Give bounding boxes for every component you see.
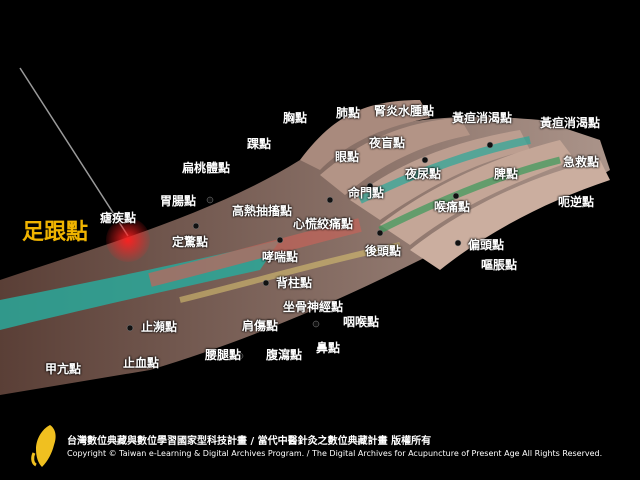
point-label: 踝點: [247, 137, 272, 151]
point-label: 瘧疾點: [100, 211, 137, 225]
point-label: 夜盲點: [369, 136, 406, 150]
point-label: 高熱抽搐點: [232, 204, 293, 218]
point-label: 背柱點: [276, 276, 313, 290]
point-label: 黃疸消渴點: [540, 116, 601, 130]
point-label: 哮喘點: [262, 250, 299, 264]
point-label: 甲亢點: [45, 362, 82, 376]
point-label: 夜尿點: [405, 167, 442, 181]
point-label: 定驚點: [172, 235, 209, 249]
point-label: 喉痛點: [434, 200, 471, 214]
point-label: 黃疸消渴點: [452, 111, 513, 125]
point-label: 肺點: [336, 106, 361, 120]
point-label: 扁桃體點: [182, 161, 231, 175]
point-label: 坐骨神經點: [283, 300, 344, 314]
point-label: 心慌絞痛點: [293, 217, 354, 231]
point-label: 鼻點: [316, 341, 341, 355]
point-label: 胸點: [283, 111, 308, 125]
point-label: 止瀕點: [141, 320, 178, 334]
point-label: 脾點: [494, 167, 519, 181]
point-label: 眼點: [335, 150, 360, 164]
point-label: 嘔脹點: [481, 258, 518, 272]
point-label: 後頭點: [365, 244, 402, 258]
point-label: 腎炎水腫點: [374, 104, 435, 118]
point-label: 止血點: [123, 356, 160, 370]
foot-sole-anatomy-illustration: [0, 67, 610, 396]
taiwan-map-logo-icon: [31, 425, 56, 467]
point-label: 胃腸點: [160, 194, 197, 208]
point-label: 腰腿點: [205, 348, 242, 362]
footer-credit-text: 台灣數位典藏與數位學習國家型科技計畫 / 當代中醫針灸之數位典藏計畫 版權所有: [67, 436, 432, 447]
point-label: 腹瀉點: [266, 348, 303, 362]
point-label: 呃逆點: [558, 195, 595, 209]
footer-copyright-text: Copyright © Taiwan e-Learning & Digital …: [67, 449, 603, 458]
point-label: 急救點: [563, 155, 600, 169]
highlighted-point-label: 足跟點: [22, 220, 89, 245]
point-label: 咽喉點: [343, 315, 380, 329]
point-label: 肩傷點: [242, 319, 279, 333]
point-label: 命門點: [348, 186, 385, 200]
point-label: 偏頭點: [468, 238, 505, 252]
